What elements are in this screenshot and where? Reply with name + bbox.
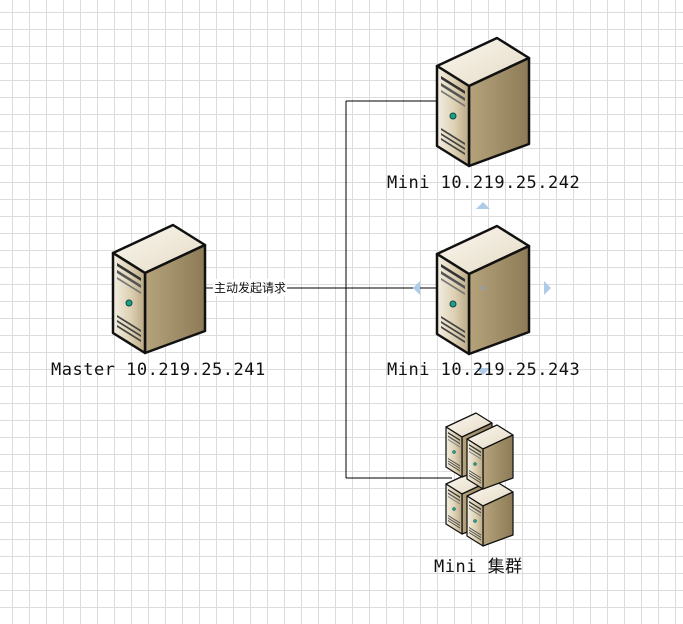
mini1-label[interactable]: Mini 10.219.25.242 bbox=[387, 173, 581, 193]
master-label[interactable]: Master 10.219.25.241 bbox=[51, 360, 266, 380]
master-server-icon[interactable] bbox=[111, 223, 207, 355]
cluster-server-icon[interactable] bbox=[445, 412, 514, 547]
mini2-server-icon[interactable] bbox=[435, 224, 531, 356]
handle-top-icon bbox=[476, 202, 490, 209]
connection-point-icon bbox=[480, 285, 486, 291]
cluster-label[interactable]: Mini 集群 bbox=[434, 557, 523, 577]
handle-right-icon bbox=[544, 281, 551, 295]
connector-lines bbox=[158, 100, 483, 479]
selection-handles[interactable] bbox=[413, 202, 551, 375]
mini2-label[interactable]: Mini 10.219.25.243 bbox=[387, 360, 581, 380]
handle-left-icon bbox=[413, 281, 420, 295]
mini1-server-icon[interactable] bbox=[435, 36, 531, 168]
handle-bottom-icon bbox=[476, 368, 490, 375]
edge-label-request[interactable]: 主动发起请求 bbox=[213, 279, 288, 296]
